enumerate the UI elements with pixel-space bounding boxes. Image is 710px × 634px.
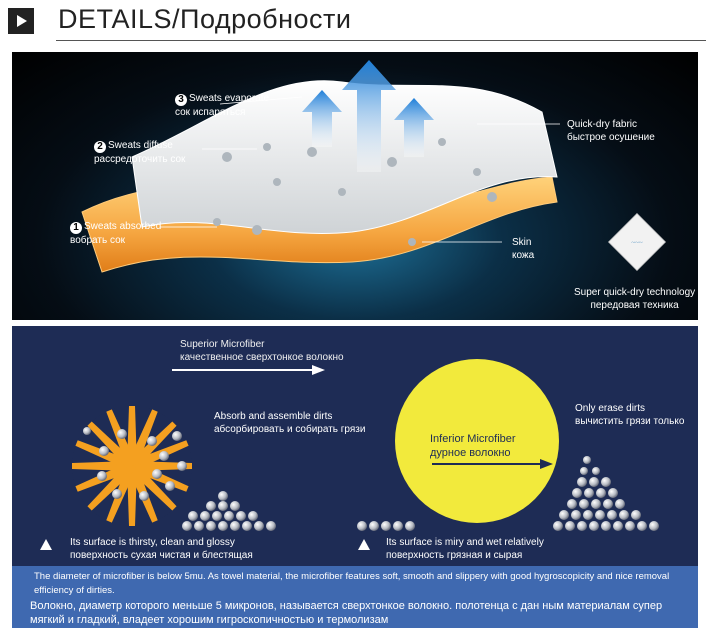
label-inferior: Inferior Microfiber дурное волокно bbox=[430, 432, 516, 460]
skin-en: Skin bbox=[512, 237, 532, 248]
description-en: The diameter of microfiber is below 5mu.… bbox=[34, 571, 670, 596]
quick-dry-en: Quick-dry fabric bbox=[567, 119, 638, 130]
left-note-ru: поверхность сухая чистая и блестящая bbox=[70, 550, 253, 561]
technology-en: Super quick-dry technology bbox=[574, 287, 696, 298]
absorb-ru: абсорбировать и собирать грязи bbox=[214, 424, 366, 435]
label-quick-dry: Quick-dry fabric быстрое осушение bbox=[567, 118, 655, 144]
absorb-en: Absorb and assemble dirts bbox=[214, 411, 333, 422]
label-erase: Only erase dirts вычистить грязи только bbox=[575, 402, 684, 428]
microfiber-comparison-panel: Superior Microfiber качественное сверхто… bbox=[12, 326, 698, 566]
microfiber-graphic bbox=[72, 359, 659, 531]
fabric-layers-graphic: ~~~ bbox=[81, 60, 666, 273]
step3-en: Sweats evaporate bbox=[189, 93, 270, 104]
superior-en: Superior Microfiber bbox=[180, 339, 265, 350]
technology-ru: передовая техника bbox=[590, 300, 679, 311]
step1-en: Sweats absorbed bbox=[84, 221, 162, 232]
superior-ru: качественное сверхтонкое волокно bbox=[180, 352, 344, 363]
warning-triangle-icon bbox=[40, 539, 52, 550]
header-divider bbox=[56, 40, 706, 41]
inferior-en: Inferior Microfiber bbox=[430, 433, 516, 445]
description-band: The diameter of microfiber is below 5mu.… bbox=[12, 566, 698, 628]
inferior-arrow bbox=[432, 459, 553, 469]
quick-dry-ru: быстрое осушение bbox=[567, 132, 655, 143]
dirt-pile-left bbox=[182, 491, 276, 531]
label-technology: Super quick-dry technology передовая тех… bbox=[574, 286, 695, 312]
description-ru: Волокно, диаметр которого меньше 5 микро… bbox=[30, 600, 663, 626]
fabric-layer bbox=[131, 80, 558, 234]
label-left-note: Its surface is thirsty, clean and glossy… bbox=[70, 536, 253, 562]
dirt-pile-right bbox=[357, 456, 659, 531]
skin-ru: кожа bbox=[512, 250, 535, 261]
erase-ru: вычистить грязи только bbox=[575, 416, 685, 427]
page-title: DETAILS/Подробности bbox=[58, 4, 352, 34]
step2-en: Sweats diffuse bbox=[108, 140, 173, 151]
tag-icon: ~~~ bbox=[608, 213, 666, 271]
evaporation-arrows bbox=[302, 60, 434, 172]
superior-fiber-icon bbox=[72, 406, 192, 526]
label-right-note: Its surface is miry and wet relatively п… bbox=[386, 536, 544, 562]
label-superior: Superior Microfiber качественное сверхто… bbox=[180, 338, 344, 364]
right-note-ru: поверхность грязная и сырая bbox=[386, 550, 523, 561]
left-note-en: Its surface is thirsty, clean and glossy bbox=[70, 537, 235, 548]
inferior-ru: дурное волокно bbox=[430, 447, 511, 459]
step3-number: 3 bbox=[175, 94, 187, 106]
step3-ru: сок испаряться bbox=[175, 107, 246, 118]
warning-triangle-icon bbox=[358, 539, 370, 550]
play-square-icon bbox=[8, 8, 34, 34]
right-note-en: Its surface is miry and wet relatively bbox=[386, 537, 544, 548]
label-absorb: Absorb and assemble dirts абсорбировать … bbox=[214, 410, 365, 436]
droplets bbox=[213, 138, 497, 246]
header: DETAILS/Подробности bbox=[0, 0, 710, 44]
superior-arrow bbox=[172, 365, 325, 375]
step1-ru: вобрать сок bbox=[70, 235, 126, 246]
step2-ru: рассредоточить сок bbox=[94, 154, 186, 165]
label-skin: Skin кожа bbox=[512, 236, 534, 262]
inferior-fiber-icon bbox=[395, 359, 559, 523]
svg-text:~~~: ~~~ bbox=[631, 239, 643, 247]
step1-number: 1 bbox=[70, 222, 82, 234]
erase-en: Only erase dirts bbox=[575, 403, 646, 414]
step2-number: 2 bbox=[94, 141, 106, 153]
